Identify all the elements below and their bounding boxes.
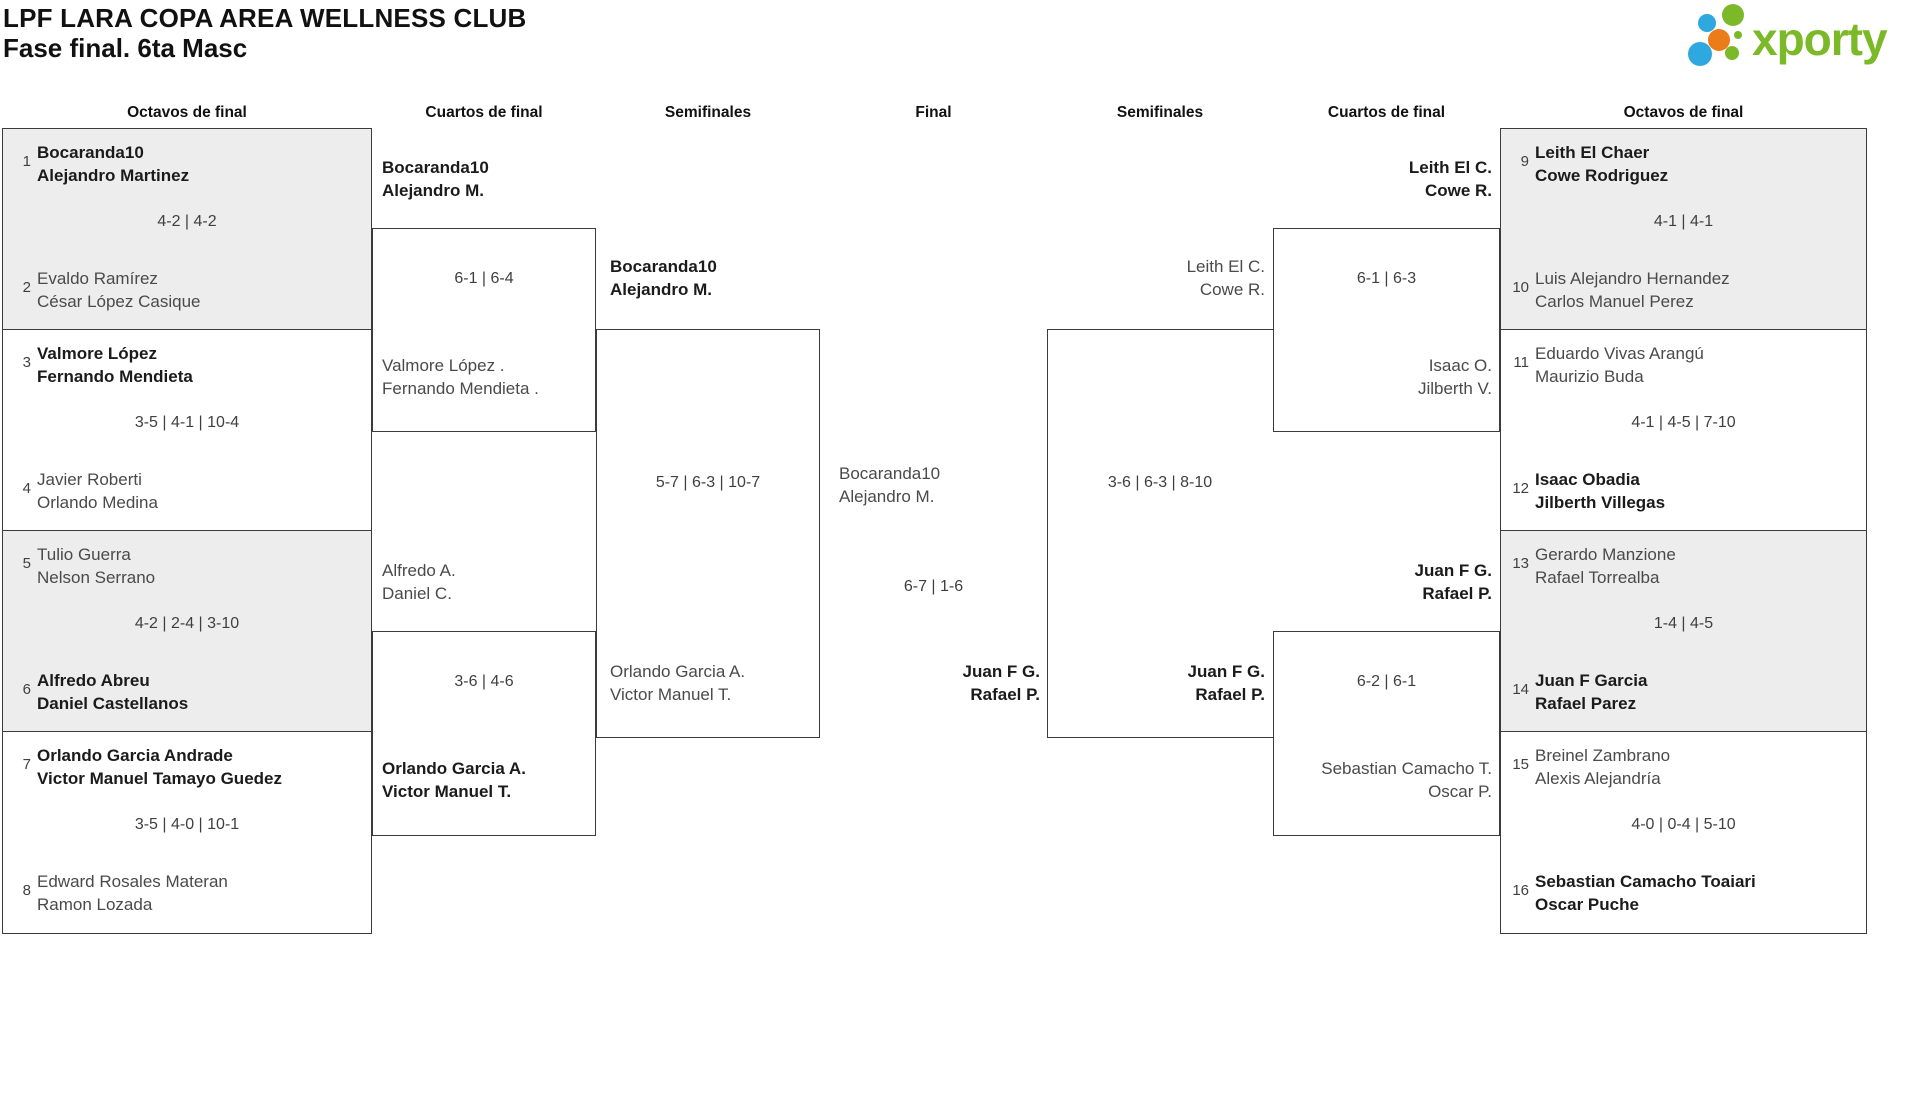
logo-dot-blue-large <box>1688 42 1712 66</box>
seed-number: 10 <box>1512 279 1529 296</box>
team-name: Leith El Chaer Cowe Rodriguez <box>1535 143 1669 185</box>
round-header-cuartos-left: Cuartos de final <box>425 104 543 121</box>
match-score: 6-7 | 1-6 <box>903 578 964 595</box>
round-header-cuartos-right: Cuartos de final <box>1327 104 1446 121</box>
seed-number: 3 <box>22 354 31 371</box>
team-name: Sebastian Camacho Toaiari Oscar Puche <box>1535 872 1756 914</box>
round-header-octavos-right: Octavos de final <box>1623 104 1744 121</box>
team-name: Juan F G. Rafael P. <box>1414 561 1492 603</box>
logo-wordmark: xporty <box>1752 13 1888 65</box>
match-score: 5-7 | 6-3 | 10-7 <box>655 474 761 491</box>
team-name: Bocaranda10 Alejandro M. <box>839 464 941 506</box>
team-name: Orlando Garcia A. Victor Manuel T. <box>382 759 526 801</box>
logo-dot-green-tiny <box>1734 31 1742 39</box>
logo-dot-orange <box>1708 29 1730 51</box>
match-box-semifinal-1 <box>596 329 820 738</box>
match-box-cuartos-4 <box>1273 631 1500 836</box>
team-name: Alfredo Abreu Daniel Castellanos <box>37 671 189 713</box>
team-name: Breinel Zambrano Alexis Alejandría <box>1535 746 1671 788</box>
team-name: Evaldo Ramírez César López Casique <box>37 269 201 311</box>
team-name: Orlando Garcia Andrade Victor Manuel Tam… <box>37 746 282 788</box>
round-header-octavos-left: Octavos de final <box>127 104 247 121</box>
match-box-octavos-5: 9 Leith El Chaer Cowe Rodriguez 4-1 | 4-… <box>1500 128 1867 330</box>
seed-number: 4 <box>22 480 31 497</box>
match-score: 6-2 | 6-1 <box>1356 673 1417 690</box>
match-score: 3-6 | 4-6 <box>454 673 514 690</box>
seed-number: 7 <box>22 756 31 773</box>
logo-dot-green-small <box>1725 46 1739 60</box>
match-score: 4-2 | 2-4 | 3-10 <box>134 615 240 632</box>
seed-number: 14 <box>1512 681 1529 698</box>
match-box-octavos-4: 7 Orlando Garcia Andrade Victor Manuel T… <box>2 731 372 934</box>
seed-number: 6 <box>22 681 31 698</box>
seed-number: 13 <box>1512 555 1529 572</box>
match-score: 3-6 | 6-3 | 8-10 <box>1107 474 1213 491</box>
match-box-octavos-8: 15 Breinel Zambrano Alexis Alejandría 4-… <box>1500 731 1867 934</box>
match-box-semifinal-2 <box>1047 329 1273 738</box>
team-name: Isaac O. Jilberth V. <box>1417 356 1492 398</box>
round-header-semis-left: Semifinales <box>664 104 752 121</box>
logo-dot-blue-medium <box>1698 14 1716 32</box>
team-name: Leith El C. Cowe R. <box>1186 257 1265 299</box>
team-name: Isaac Obadia Jilberth Villegas <box>1535 470 1666 512</box>
team-name: Eduardo Vivas Arangú Maurizio Buda <box>1535 344 1704 386</box>
team-name: Luis Alejandro Hernandez Carlos Manuel P… <box>1535 269 1730 311</box>
team-name: Sebastian Camacho T. Oscar P. <box>1321 759 1492 801</box>
team-name: Edward Rosales Materan Ramon Lozada <box>37 872 228 914</box>
team-name: Alfredo A. Daniel C. <box>382 561 456 603</box>
team-name: Javier Roberti Orlando Medina <box>37 470 158 512</box>
team-name: Leith El C. Cowe R. <box>1408 158 1492 200</box>
seed-number: 9 <box>1520 153 1529 170</box>
match-box-octavos-2: 3 Valmore López Fernando Mendieta 3-5 | … <box>2 329 372 531</box>
match-score: 3-5 | 4-1 | 10-4 <box>134 414 240 431</box>
team-name: Bocaranda10 Alejandro M. <box>382 158 489 200</box>
tournament-subtitle: Fase final. 6ta Masc <box>3 33 248 63</box>
logo-dot-green-large <box>1722 4 1744 26</box>
team-name: Juan F Garcia Rafael Parez <box>1535 671 1648 713</box>
round-header-semis-right: Semifinales <box>1116 104 1204 121</box>
seed-number: 11 <box>1513 354 1529 371</box>
match-score: 4-0 | 0-4 | 5-10 <box>1631 816 1736 833</box>
seed-number: 5 <box>22 555 31 572</box>
seed-number: 15 <box>1512 756 1529 773</box>
team-name: Orlando Garcia A. Victor Manuel T. <box>610 662 746 704</box>
seed-number: 16 <box>1512 882 1529 899</box>
match-score: 4-1 | 4-5 | 7-10 <box>1631 414 1736 431</box>
team-name: Juan F G. Rafael P. <box>962 662 1040 704</box>
match-box-cuartos-1 <box>372 228 596 432</box>
match-score: 4-1 | 4-1 <box>1653 213 1714 230</box>
team-name: Tulio Guerra Nelson Serrano <box>37 545 156 587</box>
match-box-octavos-6: 11 Eduardo Vivas Arangú Maurizio Buda 4-… <box>1500 329 1867 531</box>
seed-number: 2 <box>22 279 31 296</box>
match-box-cuartos-3 <box>1273 228 1500 432</box>
match-box-octavos-3: 5 Tulio Guerra Nelson Serrano 4-2 | 2-4 … <box>2 530 372 732</box>
match-score: 6-1 | 6-3 <box>1356 270 1417 287</box>
round-header-final: Final <box>915 104 952 121</box>
team-name: Valmore López . Fernando Mendieta . <box>382 356 539 398</box>
seed-number: 8 <box>22 882 31 899</box>
match-box-octavos-1: 1 Bocaranda10 Alejandro Martinez 4-2 | 4… <box>2 128 372 330</box>
tournament-title: LPF LARA COPA AREA WELLNESS CLUB <box>3 3 527 33</box>
match-score: 4-2 | 4-2 <box>157 213 217 230</box>
match-score: 6-1 | 6-4 <box>454 270 514 287</box>
team-name: Bocaranda10 Alejandro M. <box>610 257 717 299</box>
team-name: Valmore López Fernando Mendieta <box>37 344 193 386</box>
match-box-octavos-7: 13 Gerardo Manzione Rafael Torrealba 1-4… <box>1500 530 1867 732</box>
match-box-cuartos-2 <box>372 631 596 836</box>
match-score: 1-4 | 4-5 <box>1653 615 1714 632</box>
team-name: Bocaranda10 Alejandro Martinez <box>37 143 190 185</box>
team-name: Juan F G. Rafael P. <box>1187 662 1265 704</box>
match-score: 3-5 | 4-0 | 10-1 <box>134 816 240 833</box>
seed-number: 12 <box>1512 480 1529 497</box>
seed-number: 1 <box>22 153 31 170</box>
team-name: Gerardo Manzione Rafael Torrealba <box>1535 545 1676 587</box>
